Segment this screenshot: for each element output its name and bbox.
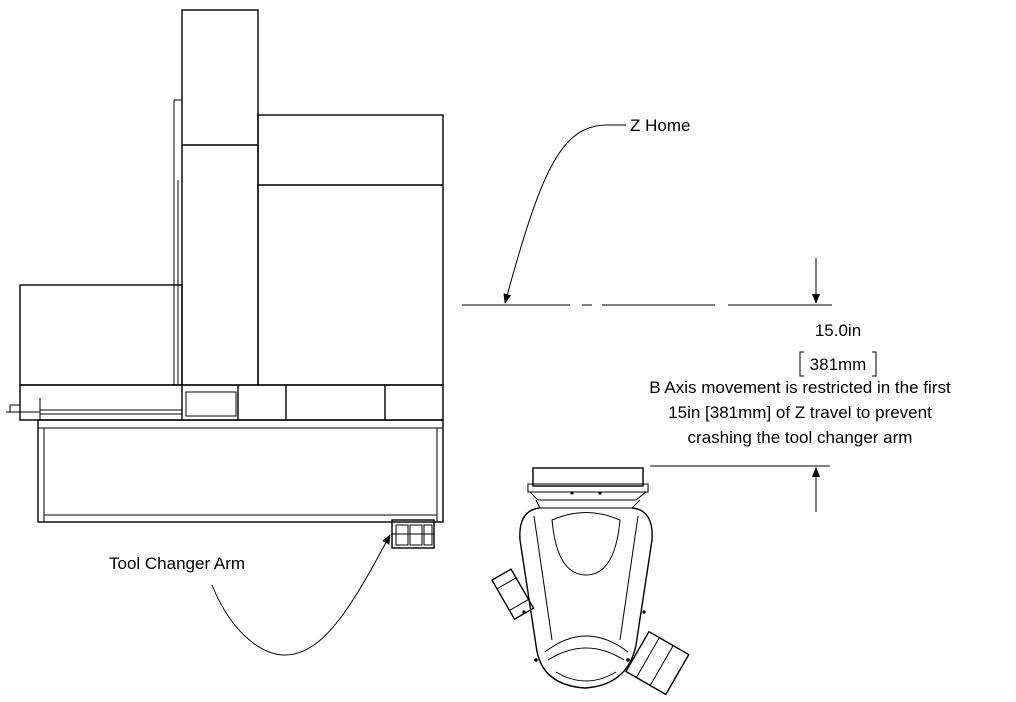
dimension-mm-label: 381mm <box>810 355 867 374</box>
dimension-inches-label: 15.0in <box>815 321 861 340</box>
dimension-15in <box>650 258 830 512</box>
right-housing <box>257 114 444 386</box>
vertical-column <box>181 9 259 386</box>
note-line-3: crashing the tool changer arm <box>688 428 913 447</box>
lower-base <box>37 419 444 523</box>
left-head-box <box>19 284 183 386</box>
tool-changer-leader <box>211 534 391 656</box>
spindle-head <box>491 467 690 696</box>
z-home-leader <box>503 124 626 304</box>
tool-changer-arm-part <box>391 519 435 549</box>
carriage-band <box>19 384 444 421</box>
note-line-1: B Axis movement is restricted in the fir… <box>649 378 951 397</box>
machine-body <box>6 9 444 549</box>
note-line-2: 15in [381mm] of Z travel to prevent <box>668 403 932 422</box>
tool-changer-arm-label: Tool Changer Arm <box>109 554 245 573</box>
z-home-label: Z Home <box>630 116 690 135</box>
